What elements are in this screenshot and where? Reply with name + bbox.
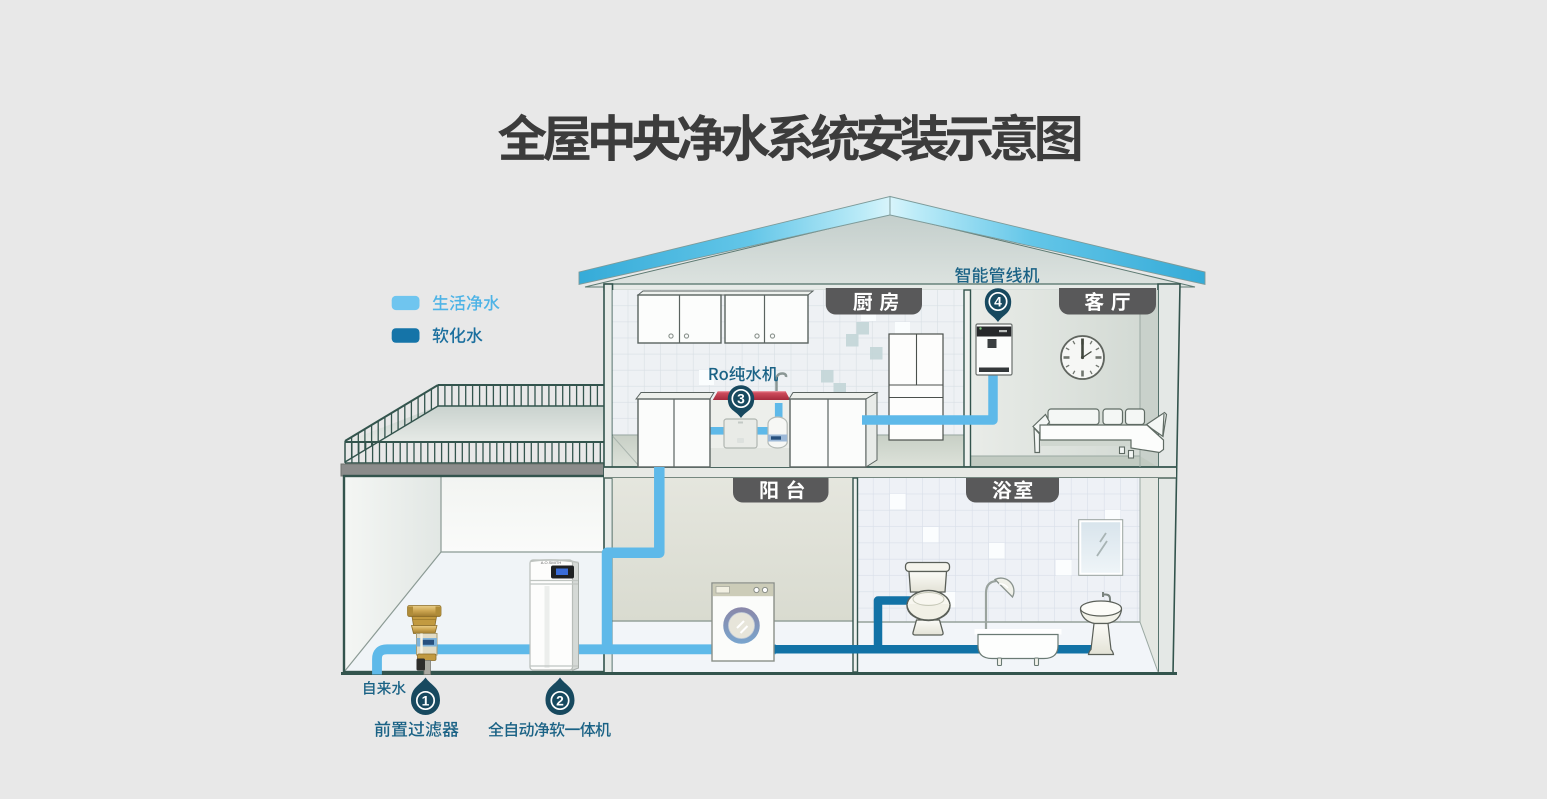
- svg-text:A.O.SMITH: A.O.SMITH: [541, 560, 562, 565]
- svg-text:4: 4: [994, 295, 1002, 310]
- svg-text:1: 1: [422, 694, 430, 709]
- svg-text:3: 3: [737, 392, 745, 407]
- svg-text:2: 2: [556, 694, 564, 709]
